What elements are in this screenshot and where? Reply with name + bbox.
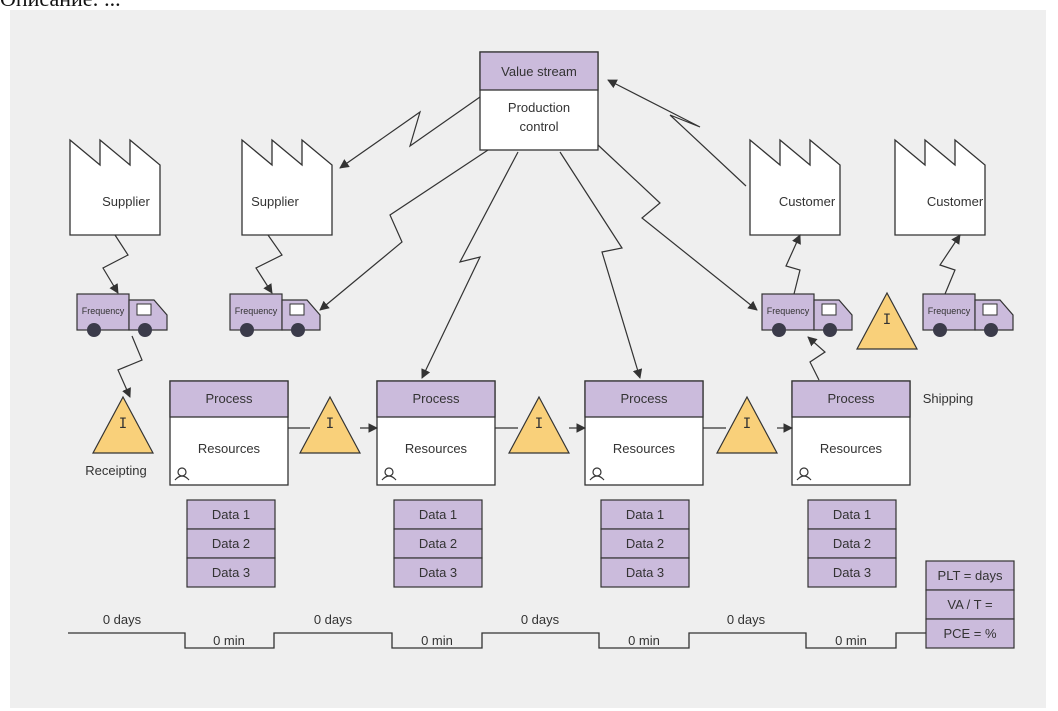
operator-icon bbox=[174, 467, 190, 481]
inventory-triangle-receipting[interactable]: I bbox=[91, 395, 155, 454]
inventory-triangle-2[interactable]: I bbox=[507, 395, 571, 454]
info-flow-customer-to-control bbox=[607, 79, 747, 187]
data-row: Data 2 bbox=[833, 536, 871, 551]
timeline-line bbox=[68, 632, 926, 649]
truck-frequency-label: Frequency bbox=[928, 306, 971, 316]
data-row: Data 3 bbox=[212, 565, 250, 580]
process-resources: Resources bbox=[613, 441, 676, 456]
inventory-symbol: I bbox=[743, 416, 751, 432]
timeline-days: 0 days bbox=[727, 612, 766, 627]
page-caption: Описание: ... bbox=[0, 0, 1058, 12]
summary-plt: PLT = days bbox=[938, 568, 1003, 583]
info-flow-truck4-to-customer2 bbox=[939, 234, 961, 295]
timeline-days: 0 days bbox=[521, 612, 560, 627]
operator-icon bbox=[589, 467, 605, 481]
operator-icon bbox=[381, 467, 397, 481]
inventory-symbol: I bbox=[119, 416, 127, 432]
timeline-min: 0 min bbox=[213, 633, 245, 648]
info-flow-supplier1-to-truck bbox=[102, 234, 129, 294]
truck-2[interactable]: Frequency bbox=[229, 293, 321, 337]
data-row: Data 2 bbox=[626, 536, 664, 551]
info-flow-control-to-supplier bbox=[339, 96, 481, 169]
data-row: Data 1 bbox=[833, 507, 871, 522]
timeline-days: 0 days bbox=[103, 612, 142, 627]
customer-label: Customer bbox=[779, 194, 836, 209]
info-flow-control-to-process-1 bbox=[421, 151, 519, 379]
customer-factory-1[interactable]: Customer bbox=[749, 138, 841, 236]
data-box-3[interactable]: Data 1 Data 2 Data 3 bbox=[600, 499, 690, 588]
info-flow-control-to-process-3 bbox=[559, 151, 643, 379]
process-resources: Resources bbox=[198, 441, 261, 456]
truck-3[interactable]: Frequency bbox=[761, 293, 853, 337]
data-row: Data 3 bbox=[419, 565, 457, 580]
truck-4[interactable]: Frequency bbox=[922, 293, 1014, 337]
production-control-box[interactable]: Value stream Production control bbox=[479, 51, 599, 151]
supplier-factory-1[interactable]: Supplier bbox=[69, 138, 161, 236]
timeline-min: 0 min bbox=[628, 633, 660, 648]
value-stream-title: Value stream bbox=[501, 64, 577, 79]
data-box-1[interactable]: Data 1 Data 2 Data 3 bbox=[186, 499, 276, 588]
value-stream-map: Value stream Production control Supplier… bbox=[68, 51, 1015, 649]
process-resources: Resources bbox=[820, 441, 883, 456]
inventory-symbol: I bbox=[535, 416, 543, 432]
summary-pce: PCE = % bbox=[943, 626, 997, 641]
operator-icon bbox=[796, 467, 812, 481]
process-title: Process bbox=[828, 391, 875, 406]
info-flow-control-to-truck-3 bbox=[597, 144, 758, 311]
truck-frequency-label: Frequency bbox=[235, 306, 278, 316]
supplier-factory-2[interactable]: Supplier bbox=[241, 138, 333, 236]
timeline-min: 0 min bbox=[835, 633, 867, 648]
process-resources: Resources bbox=[405, 441, 468, 456]
supplier-label: Supplier bbox=[102, 194, 150, 209]
truck-frequency-label: Frequency bbox=[82, 306, 125, 316]
inventory-triangle-shipping[interactable]: I bbox=[855, 291, 919, 350]
customer-factory-2[interactable]: Customer bbox=[894, 138, 986, 236]
inventory-symbol: I bbox=[326, 416, 334, 432]
value-stream-map-canvas: Value stream Production control Supplier… bbox=[10, 10, 1046, 708]
data-row: Data 1 bbox=[626, 507, 664, 522]
timeline-days: 0 days bbox=[314, 612, 353, 627]
inventory-triangle-3[interactable]: I bbox=[715, 395, 779, 454]
data-row: Data 3 bbox=[833, 565, 871, 580]
process-title: Process bbox=[206, 391, 253, 406]
data-row: Data 1 bbox=[419, 507, 457, 522]
data-box-2[interactable]: Data 1 Data 2 Data 3 bbox=[393, 499, 483, 588]
process-box-4[interactable]: Process Resources bbox=[791, 380, 911, 486]
info-flow-supplier2-to-truck bbox=[255, 234, 283, 294]
shipping-label: Shipping bbox=[923, 391, 974, 406]
production-control-label: Production control bbox=[507, 100, 571, 134]
info-flow-process4-to-truck3 bbox=[807, 336, 826, 381]
data-box-4[interactable]: Data 1 Data 2 Data 3 bbox=[807, 499, 897, 588]
summary-box[interactable]: PLT = days VA / T = PCE = % bbox=[925, 560, 1015, 649]
timeline-min: 0 min bbox=[421, 633, 453, 648]
process-title: Process bbox=[413, 391, 460, 406]
inventory-symbol: I bbox=[883, 312, 891, 328]
info-flow-truck3-to-customer bbox=[785, 234, 801, 295]
inventory-triangle-1[interactable]: I bbox=[298, 395, 362, 454]
customer-label: Customer bbox=[927, 194, 984, 209]
process-box-2[interactable]: Process Resources bbox=[376, 380, 496, 486]
data-row: Data 3 bbox=[626, 565, 664, 580]
data-row: Data 2 bbox=[419, 536, 457, 551]
info-flow-truck1-to-receipting bbox=[117, 335, 143, 398]
receipting-label: Receipting bbox=[85, 463, 146, 478]
process-box-3[interactable]: Process Resources bbox=[584, 380, 704, 486]
process-box-1[interactable]: Process Resources bbox=[169, 380, 289, 486]
info-flow-control-to-truck bbox=[319, 149, 489, 311]
data-row: Data 2 bbox=[212, 536, 250, 551]
process-title: Process bbox=[621, 391, 668, 406]
truck-frequency-label: Frequency bbox=[767, 306, 810, 316]
summary-va-t: VA / T = bbox=[947, 597, 992, 612]
supplier-label: Supplier bbox=[251, 194, 299, 209]
truck-1[interactable]: Frequency bbox=[76, 293, 168, 337]
data-row: Data 1 bbox=[212, 507, 250, 522]
